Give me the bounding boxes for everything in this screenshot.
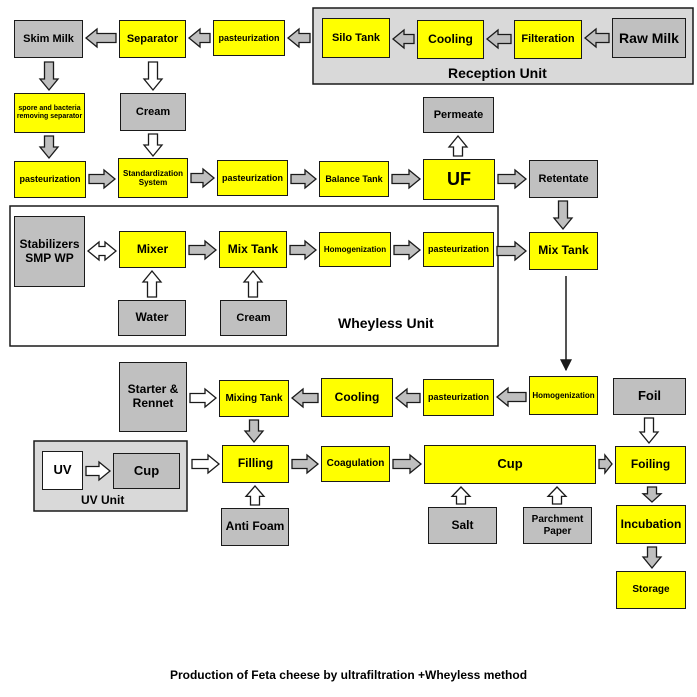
arrow-filteration-cooling [485, 28, 512, 50]
arrows-layer [38, 27, 663, 570]
foil-box: Foil [613, 378, 686, 415]
arrow-separator-cream [142, 61, 164, 92]
arrow-cooling-silotank [391, 28, 415, 50]
arrow-mixtank-homogenization [289, 239, 318, 261]
incubation-box: Incubation [616, 505, 686, 544]
arrow-separator-skimmilk [84, 27, 117, 49]
arrow-starter-mixingtank [189, 387, 218, 409]
arrow-rawmilk-filteration [583, 27, 610, 49]
arrow-cream-standardization [142, 133, 164, 158]
silo-tank-box: Silo Tank [322, 18, 390, 58]
stabilizers-smp-wp-box: Stabilizers SMP WP [14, 216, 85, 287]
water-box: Water [118, 300, 186, 336]
skim-milk-box: Skim Milk [14, 20, 83, 58]
arrow-pasteurization-separator [187, 27, 211, 49]
uv-unit-label: UV Unit [81, 493, 125, 507]
cream-box-top: Cream [120, 93, 186, 131]
anti-foam-box: Anti Foam [221, 508, 289, 546]
arrow-uvunit-filling [191, 453, 221, 475]
retentate-box: Retentate [529, 160, 598, 198]
cup-box-uv: Cup [113, 453, 180, 489]
cup-box-main: Cup [424, 445, 596, 484]
starter-rennet-box: Starter & Rennet [119, 362, 187, 432]
uf-box: UF [423, 159, 495, 200]
coagulation-box: Coagulation [321, 446, 390, 482]
arrow-uv-cup [85, 460, 112, 482]
pasteurization-box-2: pasteurization [14, 161, 86, 198]
homogenization-box-2: Homogenization [529, 376, 598, 415]
mix-tank-box-main: Mix Tank [529, 232, 598, 270]
arrow-stabilizers-mixer [86, 240, 118, 262]
arrow-foil-foiling [638, 417, 660, 445]
cooling-box-main: Cooling [321, 378, 393, 417]
raw-milk-box: Raw Milk [612, 18, 686, 58]
filling-box: Filling [222, 445, 289, 483]
arrow-pasteurization-cooling [394, 387, 421, 409]
arrow-filling-coagulation [291, 453, 320, 475]
pasteurization-box-1: pasteurization [213, 20, 285, 56]
arrow-cup-foiling [598, 453, 613, 475]
arrow-cream-mixtank [242, 269, 264, 298]
arrow-mixingtank-filling [243, 419, 265, 444]
mixing-tank-box: Mixing Tank [219, 380, 289, 417]
homogenization-box-1: Homogenization [319, 232, 391, 267]
wheyless-unit-label: Wheyless Unit [338, 315, 434, 331]
standardization-system-box: Standardization System [118, 158, 188, 198]
permeate-box: Permeate [423, 97, 494, 133]
arrow-coagulation-cup [392, 453, 423, 475]
arrow-cooling-mixingtank [290, 387, 319, 409]
arrow-parchment-cup [546, 486, 568, 505]
arrow-antifoam-filling [244, 485, 266, 506]
foiling-box: Foiling [615, 446, 686, 484]
arrow-uf-retentate [497, 168, 528, 190]
pasteurization-box-3: pasteurization [217, 160, 288, 196]
reception-unit-label: Reception Unit [448, 65, 547, 81]
pasteurization-box-4: pasteurization [423, 232, 494, 267]
cream-box-wheyless: Cream [220, 300, 287, 336]
arrow-spore-pasteurization [38, 135, 60, 160]
arrow-incubation-storage [641, 546, 663, 570]
arrow-salt-cup [450, 486, 472, 505]
arrow-standardization-pasteurization [190, 167, 216, 189]
spore-bacteria-separator-box: spore and bacteria removing separator [14, 93, 85, 133]
arrow-pasteurization-mixtank [496, 240, 528, 262]
separator-box: Separator [119, 20, 186, 58]
arrow-balancetank-uf [391, 168, 422, 190]
cooling-box-reception: Cooling [417, 20, 484, 59]
arrow-foiling-incubation [641, 486, 663, 503]
storage-box: Storage [616, 571, 686, 609]
arrow-pasteurization-standardization [88, 168, 117, 190]
balance-tank-box: Balance Tank [319, 161, 389, 197]
arrow-homogenization-pasteurization [393, 239, 422, 261]
arrow-silotank-pasteurization [286, 27, 311, 49]
salt-box: Salt [428, 507, 497, 544]
arrow-pasteurization-balancetank [290, 168, 318, 190]
pasteurization-box-5: pasteurization [423, 379, 494, 416]
mix-tank-box-wheyless: Mix Tank [219, 231, 287, 268]
arrow-mixer-mixtank [188, 239, 218, 261]
filteration-box: Filteration [514, 20, 582, 59]
arrow-uf-permeate [447, 134, 469, 157]
arrow-skimmilk-spore [38, 61, 60, 92]
diagram-caption: Production of Feta cheese by ultrafiltra… [169, 668, 528, 682]
arrow-homogenization-pasteurization-2 [495, 386, 527, 408]
mixer-box: Mixer [119, 231, 186, 268]
uv-box: UV [42, 451, 83, 490]
parchment-paper-box: Parchment Paper [523, 507, 592, 544]
arrow-retentate-mixtank [552, 200, 574, 231]
arrow-water-mixer [141, 269, 163, 298]
